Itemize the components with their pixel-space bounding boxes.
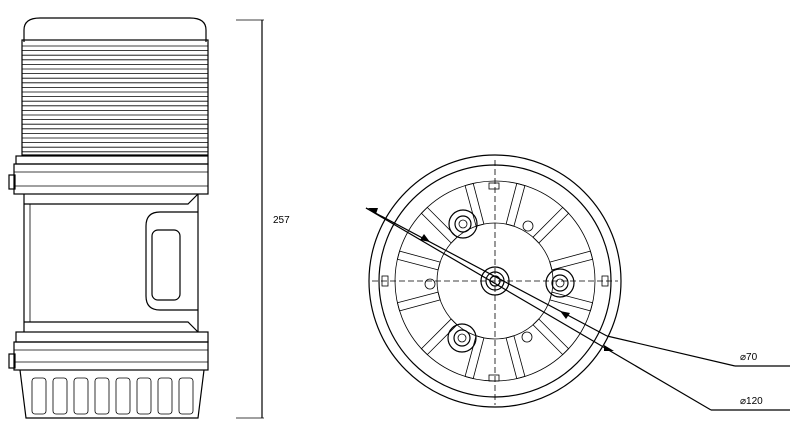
- mounting-boss: [447, 323, 477, 353]
- foot-grille: [31, 377, 194, 415]
- mounting-boss: [448, 209, 478, 239]
- mounting-boss: [545, 268, 575, 298]
- radial-ribs: [396, 182, 594, 380]
- height-dimension: 257: [236, 19, 290, 419]
- side-view: [8, 17, 209, 419]
- diameter-leaders: ⌀70 ⌀120: [365, 207, 790, 411]
- inner-diameter-label: ⌀70: [740, 352, 758, 363]
- outer-diameter-label: ⌀120: [740, 396, 763, 407]
- height-label: 257: [273, 215, 290, 226]
- thread-ridges: [22, 45, 208, 153]
- top-view: [368, 154, 622, 408]
